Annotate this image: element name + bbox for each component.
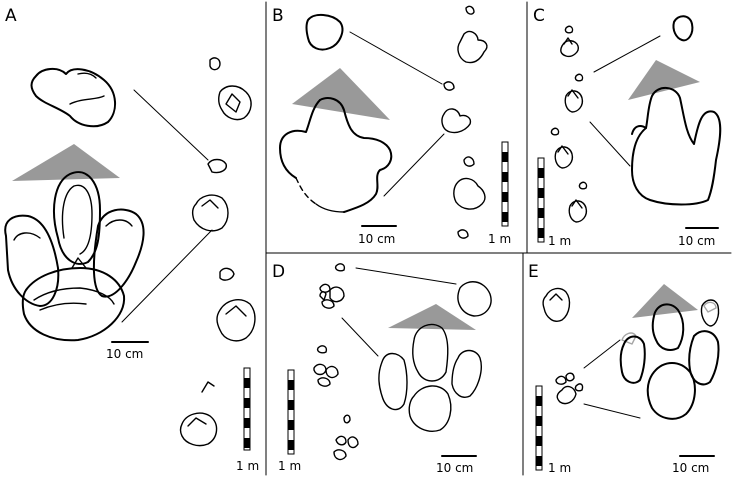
- panel-d-scale-small-label: 10 cm: [436, 461, 473, 475]
- panel-c-label: C: [533, 6, 545, 26]
- panel-c-direction-arrow: [628, 60, 700, 100]
- panel-e-scale-small: 10 cm: [672, 455, 715, 475]
- panel-b-detail-outline: [305, 14, 344, 51]
- panel-c-scale-large-label: 1 m: [548, 234, 571, 248]
- panel-a-detail-track: [4, 171, 145, 342]
- panel-a-connector-upper: [133, 89, 209, 161]
- panel-d-scale-small: 10 cm: [436, 455, 477, 475]
- panel-d-scale-large-label: 1 m: [278, 459, 301, 473]
- panel-d-connector-lower: [341, 317, 379, 357]
- panel-c-connector-upper: [593, 35, 661, 73]
- panel-b-trackway: [441, 5, 488, 239]
- panel-c-detail-outline: [672, 15, 694, 42]
- panel-dividers: [265, 1, 732, 476]
- panel-e-scale-small-label: 10 cm: [672, 461, 709, 475]
- panel-a-scale-small-label: 10 cm: [106, 347, 143, 361]
- panel-d-direction-arrow: [388, 304, 476, 330]
- panel-b-connector-upper: [349, 31, 443, 85]
- panel-c-connector-lower: [589, 121, 631, 167]
- panel-b-label: B: [272, 6, 284, 26]
- panel-e-label: E: [528, 262, 539, 282]
- panel-a-detail-outline: [30, 68, 116, 128]
- panel-d-detail-outline: [457, 281, 492, 317]
- panel-e-scale-large-label: 1 m: [548, 461, 571, 475]
- panel-d-trackway: [313, 263, 359, 461]
- panel-a-trackway: [179, 57, 256, 447]
- panel-b: B 10 cm: [272, 5, 511, 246]
- panel-a-scale-large: 1 m: [236, 367, 259, 473]
- panel-b-detail-track: [279, 97, 393, 213]
- panel-e-detail-track: [619, 301, 720, 420]
- panel-c-detail-track: [631, 87, 722, 206]
- panel-d-detail-track: [378, 323, 482, 432]
- panel-c: C 10 cm: [533, 6, 722, 248]
- panel-b-connector-lower: [383, 133, 445, 197]
- panel-a-scale-large-label: 1 m: [236, 459, 259, 473]
- panel-a-scale-small: 10 cm: [106, 341, 149, 361]
- panel-c-scale-large: 1 m: [537, 157, 571, 248]
- panel-a: A: [4, 6, 259, 473]
- panel-e-detail-outline: [700, 299, 720, 327]
- panel-e-scale-large: 1 m: [535, 385, 571, 475]
- panel-a-direction-arrow: [12, 144, 120, 181]
- panel-b-direction-arrow: [292, 68, 390, 120]
- panel-a-label: A: [5, 6, 17, 26]
- panel-b-scale-large-label: 1 m: [488, 232, 511, 246]
- panel-d-connector-upper: [355, 267, 457, 285]
- panel-a-connector-lower: [121, 229, 213, 323]
- panel-e-connector-lower: [583, 403, 641, 419]
- panel-c-trackway: [550, 25, 588, 223]
- panel-b-scale-small-label: 10 cm: [358, 232, 395, 246]
- panel-c-scale-small: 10 cm: [678, 227, 719, 248]
- panel-b-scale-large: 1 m: [488, 141, 511, 246]
- panel-c-scale-small-label: 10 cm: [678, 234, 715, 248]
- panel-d-label: D: [272, 262, 285, 282]
- panel-d-scale-large: 1 m: [278, 369, 301, 473]
- panel-e-trackway: [542, 287, 584, 405]
- panel-e-connector-upper: [583, 339, 621, 369]
- panel-e-direction-arrow: [632, 284, 698, 318]
- panel-b-scale-small: 10 cm: [358, 225, 397, 246]
- panel-e: E 10 cm: [528, 262, 720, 475]
- panel-d: D 10: [272, 262, 492, 475]
